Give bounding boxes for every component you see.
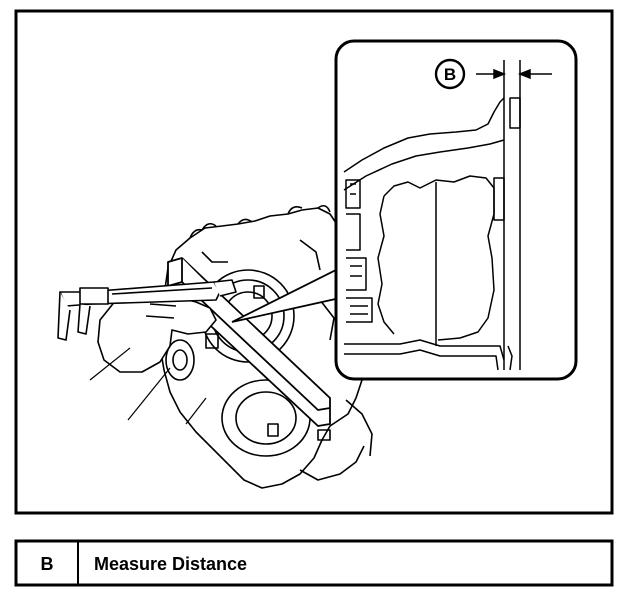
legend-key: B (41, 554, 54, 574)
legend-description: Measure Distance (94, 554, 247, 574)
legend-frame (14, 539, 614, 587)
vernier-caliper (57, 279, 237, 341)
callout-b-label: B (444, 65, 456, 84)
callout-b: B (434, 58, 466, 90)
dimension-b (476, 68, 552, 80)
detail-inset: B (334, 39, 578, 381)
legend-table: B Measure Distance (14, 539, 614, 587)
detail-inset-frame (334, 39, 578, 381)
leader-lines (89, 347, 207, 425)
